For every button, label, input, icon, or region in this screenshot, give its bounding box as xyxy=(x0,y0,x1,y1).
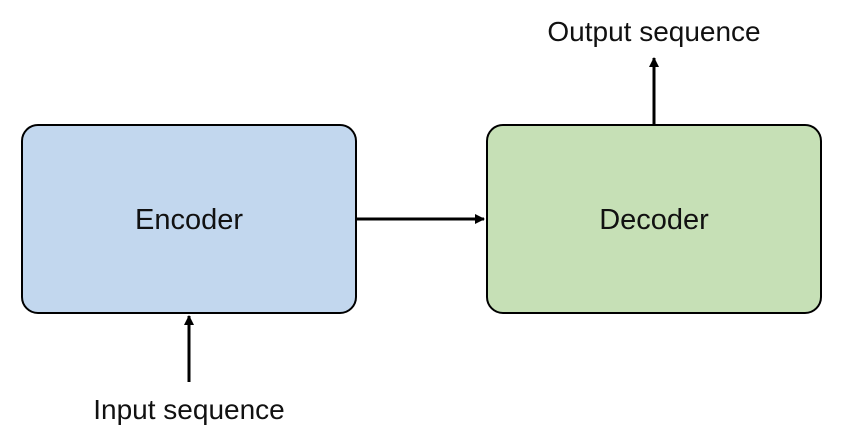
encoder-label: Encoder xyxy=(134,204,244,236)
output-sequence-label: Output sequence xyxy=(547,16,761,47)
decoder-label: Decoder xyxy=(599,204,709,236)
input-sequence-label: Input sequence xyxy=(93,394,285,425)
